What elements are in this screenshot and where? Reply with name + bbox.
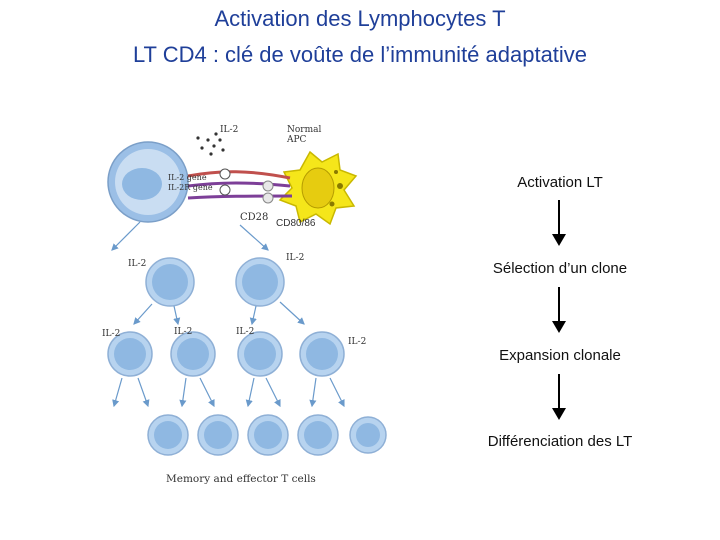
diagram-caption: Memory and effector T cells [166,473,316,485]
title-line-1: Activation des Lymphocytes T [214,6,506,31]
step-differentiation: Différenciation des LT [487,433,633,450]
label-apc: APC [286,135,307,145]
activated-t-cell [107,141,189,223]
label-il2-row2-b: IL-2 [174,327,192,337]
label-il2-row2-a: IL-2 [102,329,120,339]
label-il2-gene: IL-2 gene [168,173,207,182]
row1-cells [145,257,285,307]
step-activation: Activation LT [517,174,603,191]
row2-cells [107,331,345,377]
activation-steps-flow: Activation LT Sélection d’un clone Expan… [460,160,700,460]
apc-cell [278,150,358,226]
label-il2-top: IL-2 [220,125,238,135]
label-cd28: CD28 [240,212,268,223]
down-arrow-3 [552,374,566,420]
row3-cells [147,414,387,456]
tcr-mhc-links [187,170,293,204]
down-arrow-2 [552,287,566,333]
label-normal: Normal [287,125,321,135]
label-il2-row1-left: IL-2 [128,259,146,269]
label-cd80-86: CD80/86 [276,218,316,229]
step-expansion: Expansion clonale [499,347,621,364]
label-il2-row1-right: IL-2 [286,253,304,263]
il2-secretion-dots [196,132,225,156]
label-il2r-gene: IL-2R gene [168,183,213,192]
arrows-row1 [111,221,269,251]
title-line-2: LT CD4 : clé de voûte de l’immunité adap… [132,42,588,67]
arrows-row3 [112,377,345,408]
gene-markers [219,168,231,196]
step-selection: Sélection d’un clone [492,260,628,277]
down-arrow-1 [552,200,566,246]
label-il2-row2-mid: IL-2 [236,327,254,337]
label-il2-row2-right: IL-2 [348,337,366,347]
t-cell-activation-diagram: IL-2 Normal APC IL-2 gene IL-2R gene CD2… [102,125,387,485]
arrows-row2 [133,301,305,326]
